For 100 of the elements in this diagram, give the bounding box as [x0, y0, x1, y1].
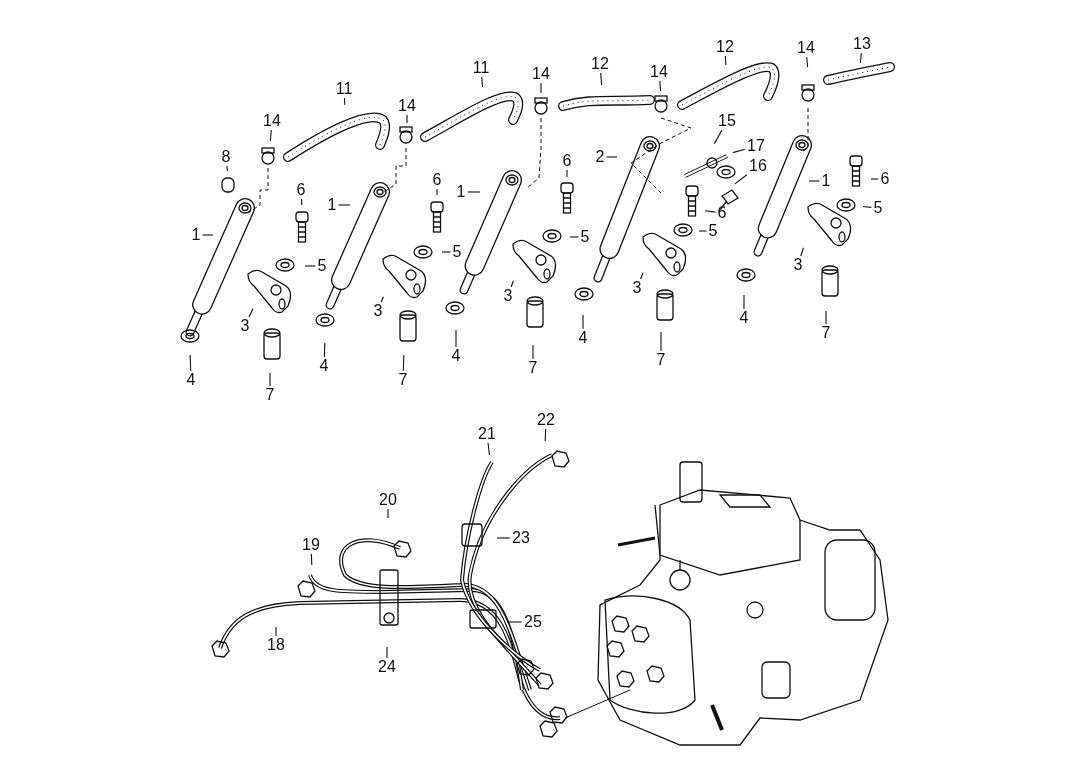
callout-number: 7: [398, 371, 408, 389]
callout-number: 24: [378, 658, 396, 676]
leader-line: [269, 129, 272, 142]
leader-line: [640, 272, 644, 280]
leader-line: [248, 308, 254, 318]
leader-line: [510, 280, 514, 288]
callout-number: 1: [456, 183, 466, 201]
callout-number: 5: [317, 257, 327, 275]
callout-number: 1: [191, 226, 201, 244]
callout-number: 20: [379, 491, 397, 509]
leader-line: [698, 230, 707, 232]
leader-line: [402, 354, 405, 372]
leader-line: [532, 344, 534, 360]
callout-number: 14: [532, 65, 550, 83]
callout-number: 2: [595, 148, 605, 166]
leader-line: [808, 180, 820, 182]
leader-line: [506, 621, 523, 623]
leader-line: [202, 234, 214, 236]
callout-number: 5: [580, 228, 590, 246]
leader-line: [870, 178, 879, 180]
leader-line: [825, 310, 827, 325]
leader-line: [467, 191, 481, 193]
leader-line: [300, 198, 303, 206]
leader-line: [304, 265, 316, 267]
leader-line: [343, 97, 346, 106]
callout-number: 3: [240, 317, 250, 335]
callout-number: 11: [472, 59, 490, 77]
callout-number: 14: [650, 63, 668, 81]
leader-line: [862, 205, 872, 208]
callout-number: 6: [296, 181, 306, 199]
callout-number: 6: [562, 152, 572, 170]
callout-number: 25: [524, 613, 542, 631]
callout-number: 7: [265, 386, 275, 404]
leader-line: [189, 354, 192, 372]
callout-number: 19: [302, 536, 320, 554]
callout-number: 4: [578, 329, 588, 347]
callout-number: 12: [591, 55, 609, 73]
leader-line: [380, 296, 384, 303]
callout-number: 13: [853, 35, 871, 53]
leader-line: [310, 553, 313, 566]
leader-line: [441, 251, 451, 253]
callout-number: 17: [747, 137, 765, 155]
leader-line: [323, 342, 326, 358]
callout-number: 7: [656, 351, 666, 369]
leader-line: [734, 174, 748, 185]
callout-number: 22: [537, 411, 555, 429]
callout-number: 5: [708, 222, 718, 240]
leader-line: [455, 329, 457, 348]
leader-line: [806, 56, 809, 68]
leader-line: [487, 442, 490, 456]
callout-number: 12: [716, 38, 734, 56]
callout-number: 4: [739, 309, 749, 327]
leader-line: [275, 626, 277, 637]
leader-line: [569, 236, 579, 238]
leader-line: [859, 52, 862, 64]
leader-line: [540, 82, 542, 94]
callout-number: 14: [398, 97, 416, 115]
leader-line: [481, 76, 484, 88]
leader-line: [386, 646, 388, 659]
leader-line: [800, 247, 805, 257]
leader-line: [566, 169, 568, 178]
callout-number: 4: [186, 371, 196, 389]
callout-number: 5: [452, 243, 462, 261]
callout-number: 1: [821, 172, 831, 190]
leader-line: [496, 537, 511, 539]
callout-number: 14: [797, 39, 815, 57]
leader-line: [659, 80, 662, 92]
leader-line: [732, 148, 746, 154]
callout-number: 3: [373, 302, 383, 320]
leader-line: [436, 188, 438, 196]
leader-line: [226, 165, 229, 172]
callout-number: 21: [478, 425, 496, 443]
callout-number: 4: [319, 357, 329, 375]
callout-number: 6: [880, 170, 890, 188]
leader-line: [660, 331, 662, 352]
leader-line: [704, 210, 716, 213]
callout-number: 6: [432, 171, 442, 189]
leader-line: [713, 129, 723, 145]
leader-line: [724, 55, 727, 66]
callout-number: 1: [327, 196, 337, 214]
leader-line: [406, 114, 408, 124]
callout-number: 3: [793, 256, 803, 274]
callout-number: 8: [221, 148, 231, 166]
leader-line: [606, 156, 618, 158]
leader-line: [582, 314, 584, 330]
callout-number: 3: [632, 279, 642, 297]
callout-number: 16: [749, 157, 767, 175]
leader-line: [544, 428, 547, 442]
callout-number: 4: [451, 347, 461, 365]
callout-number: 15: [718, 112, 736, 130]
leader-line: [338, 204, 351, 206]
callout-number: 5: [873, 199, 883, 217]
leader-line: [269, 372, 271, 387]
callout-number: 11: [335, 80, 353, 98]
callout-number: 18: [267, 636, 285, 654]
callout-number: 7: [528, 359, 538, 377]
leader-line: [600, 72, 603, 86]
leader-line: [743, 294, 745, 310]
callout-number: 23: [512, 529, 530, 547]
leader-line: [387, 508, 389, 519]
